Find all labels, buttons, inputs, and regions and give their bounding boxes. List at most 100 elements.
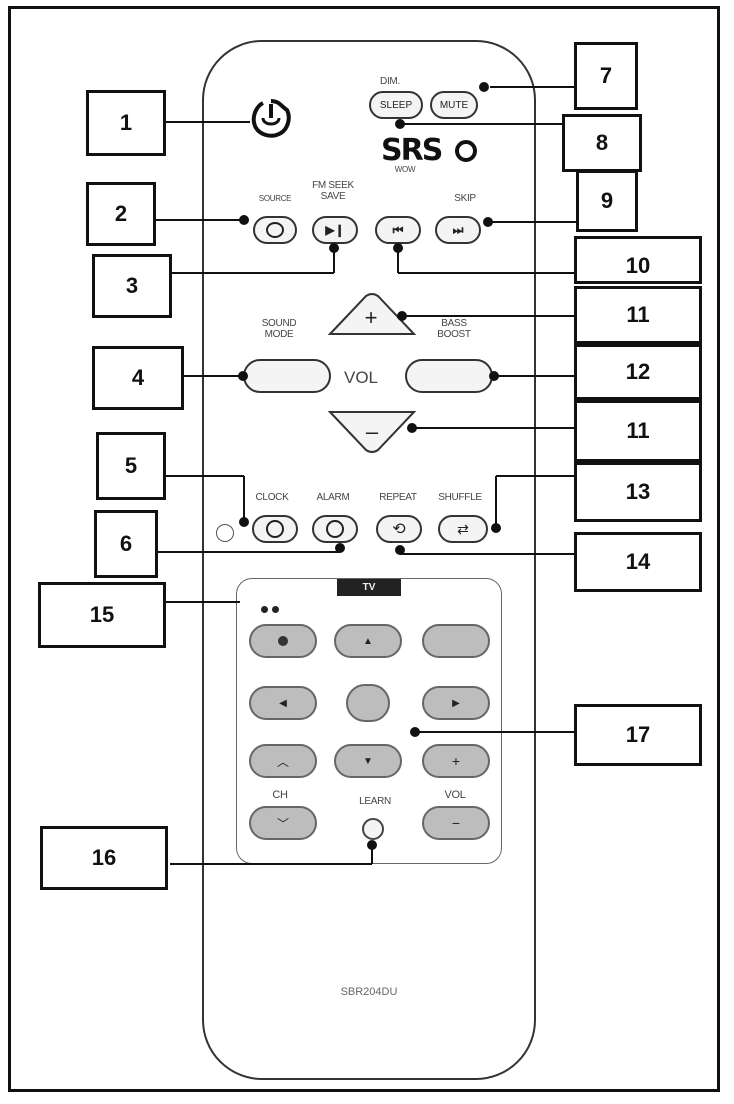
source-icon <box>266 222 284 238</box>
callout-12: 12 <box>574 344 702 400</box>
tv-up-button[interactable]: ▲ <box>334 624 402 658</box>
leader-dot-7 <box>479 82 489 92</box>
sleep-button[interactable]: SLEEP <box>369 91 423 119</box>
remote-control-body <box>202 40 536 1080</box>
play-pause-button[interactable]: ▶❙ <box>312 216 358 244</box>
callout-6: 6 <box>94 510 158 578</box>
triangle-up-icon: ▲ <box>363 635 373 647</box>
srs-circle-icon <box>455 140 478 162</box>
power-icon <box>251 99 291 138</box>
leader-dot-14 <box>395 545 405 555</box>
volume-down-shape <box>327 411 417 453</box>
source-button[interactable] <box>253 216 297 244</box>
srs-logo: SRS <box>381 129 478 169</box>
callout-8: 8 <box>562 114 642 172</box>
volume-up-glyph: + <box>364 305 378 330</box>
fm-seek-save-label: FM SEEK SAVE <box>312 180 354 202</box>
callout-2: 2 <box>86 182 156 246</box>
ch-label: CH <box>272 789 288 801</box>
callout-14: 14 <box>574 532 702 592</box>
alarm-label: ALARM <box>316 492 350 503</box>
bass-boost-label: BASS BOOST <box>437 318 471 340</box>
chevron-down-icon: ﹀ <box>276 816 289 831</box>
outer-frame <box>8 6 720 1092</box>
tv-down-button[interactable]: ▼ <box>334 744 402 778</box>
repeat-label: REPEAT <box>379 492 417 503</box>
tv-volume-up-button[interactable]: + <box>422 744 490 778</box>
tv-power-button[interactable] <box>249 624 317 658</box>
minus-icon: − <box>451 815 461 831</box>
tv-ok-button[interactable] <box>346 684 390 722</box>
repeat-icon: ⟲ <box>392 521 406 538</box>
callout-11a: 11 <box>574 286 702 344</box>
power-button[interactable] <box>251 98 291 138</box>
volume-down-glyph: – <box>365 419 379 444</box>
callout-16: 16 <box>40 826 168 890</box>
volume-up-button[interactable] <box>326 290 418 338</box>
srs-sub-label: WOW <box>394 165 416 174</box>
leader-dot-8 <box>395 119 405 129</box>
led-dot <box>261 606 268 613</box>
leader-dot-10 <box>393 243 403 253</box>
triangle-left-icon: ◀ <box>279 697 287 709</box>
learn-button[interactable] <box>362 818 384 840</box>
volume-up-shape <box>327 293 417 335</box>
shuffle-icon: ⇄ <box>457 520 469 537</box>
leader-dot-11b <box>407 423 417 433</box>
tv-tab: TV <box>337 579 401 596</box>
repeat-button[interactable]: ⟲ <box>376 515 422 543</box>
clock-label: CLOCK <box>255 492 289 503</box>
leader-dot-13 <box>491 523 501 533</box>
learn-label: LEARN <box>359 796 391 807</box>
indicator-led <box>216 524 234 542</box>
model-number: SBR204DU <box>340 986 398 998</box>
callout-15: 15 <box>38 582 166 648</box>
callout-1: 1 <box>86 90 166 156</box>
vol-label: VOL <box>344 368 379 387</box>
srs-logo-text: SRS <box>381 133 443 168</box>
callout-11b: 11 <box>574 400 702 462</box>
volume-down-button[interactable] <box>326 408 418 456</box>
clock-icon <box>266 520 284 538</box>
leader-dot-17 <box>410 727 420 737</box>
next-button[interactable]: ⏭ <box>435 216 481 244</box>
callout-3: 3 <box>92 254 172 318</box>
leader-dot-3 <box>329 243 339 253</box>
tv-power-icon <box>278 636 288 646</box>
callout-9: 9 <box>576 170 638 232</box>
tv-volume-down-button[interactable]: − <box>422 806 490 840</box>
tv-right-button[interactable]: ▶ <box>422 686 490 720</box>
leader-dot-16 <box>367 840 377 850</box>
tv-input-button[interactable] <box>422 624 490 658</box>
previous-button[interactable]: ⏮ <box>375 216 421 244</box>
leader-dot-2 <box>239 215 249 225</box>
leader-dot-12 <box>489 371 499 381</box>
sound-mode-label: SOUND MODE <box>261 318 297 340</box>
callout-13: 13 <box>574 462 702 522</box>
callout-17: 17 <box>574 704 702 766</box>
dim-label: DIM. <box>380 76 400 87</box>
tv-left-button[interactable]: ◀ <box>249 686 317 720</box>
tv-channel-down-button[interactable]: ﹀ <box>249 806 317 840</box>
mute-button[interactable]: MUTE <box>430 91 478 119</box>
callout-7: 7 <box>574 42 638 110</box>
shuffle-label: SHUFFLE <box>438 492 482 503</box>
leader-dot-9 <box>483 217 493 227</box>
callout-5: 5 <box>96 432 166 500</box>
learning-indicator-leds <box>261 600 279 618</box>
callout-10: 10 <box>574 236 702 284</box>
clock-button[interactable] <box>252 515 298 543</box>
triangle-down-icon: ▼ <box>363 755 373 767</box>
tv-vol-label: VOL <box>444 789 466 801</box>
leader-dot-11a <box>397 311 407 321</box>
shuffle-button[interactable]: ⇄ <box>438 515 488 543</box>
alarm-clock-icon <box>326 520 344 538</box>
triangle-right-icon: ▶ <box>452 697 460 709</box>
led-dot <box>272 606 279 613</box>
alarm-button[interactable] <box>312 515 358 543</box>
plus-icon: + <box>451 753 461 769</box>
callout-4: 4 <box>92 346 184 410</box>
tv-channel-up-button[interactable]: ︿ <box>249 744 317 778</box>
chevron-up-icon: ︿ <box>276 754 289 769</box>
